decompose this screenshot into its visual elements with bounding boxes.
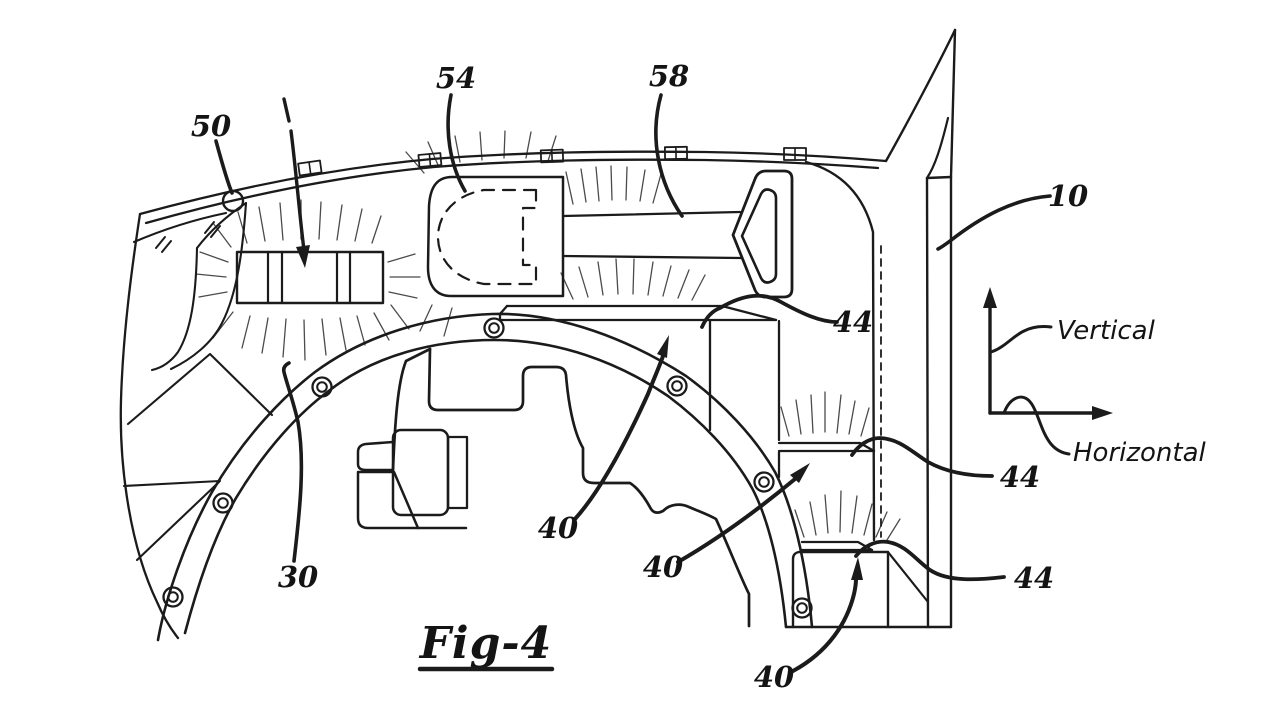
leader-54 (446, 93, 467, 193)
a-pillar-sail (804, 28, 957, 629)
fender-top-edge (138, 150, 888, 225)
ref-label-40-bottom: 40 (754, 660, 794, 694)
axis-right-arrowhead (1092, 406, 1113, 420)
figure-caption-text: Fig-4 (418, 618, 553, 669)
sunburst-rays-lower-shelf (794, 490, 901, 541)
ref-label-44-middle: 44 (1000, 460, 1040, 494)
edge-clips (155, 145, 807, 253)
ref-label-10: 10 (1048, 179, 1088, 213)
ref-label-44-bottom: 44 (1014, 561, 1054, 595)
axis-up-arrowhead (983, 287, 997, 308)
sunburst-rays-arm-top (565, 165, 662, 205)
ref-label-58: 58 (649, 59, 689, 93)
orientation-axis (983, 287, 1113, 456)
sunburst-rays-upper-shelf (560, 258, 706, 301)
leader-50 (214, 139, 234, 195)
ref-label-50: 50 (191, 109, 231, 143)
sensor-pocket-and-arm (426, 169, 794, 299)
leader-44-bottom (854, 539, 1006, 582)
arrow-40-bottom (791, 557, 863, 673)
wheel-well-silhouette (356, 347, 751, 628)
ref-label-40-middle: 40 (643, 550, 683, 584)
leader-44-middle (850, 436, 994, 478)
sunburst-rays-middle-shelf (780, 391, 870, 437)
axis-label-vertical: Vertical (1057, 316, 1156, 346)
lamp-bar-box (235, 250, 385, 305)
figure-caption: Fig-4 (418, 618, 555, 672)
leader-30 (281, 361, 304, 563)
pointer-arrow-lamp-box (282, 97, 310, 268)
ref-label-44-top: 44 (833, 305, 873, 339)
ref-label-40-left: 40 (538, 511, 578, 545)
rear-wall-shelves (498, 304, 953, 629)
leader-44-top (700, 293, 839, 329)
ref-label-30: 30 (278, 560, 318, 594)
arrow-40-left (573, 335, 669, 521)
arch-bolts (162, 317, 813, 619)
arrow-40-middle (676, 463, 810, 564)
leader-10 (936, 194, 1052, 251)
leader-58 (654, 93, 684, 218)
sunburst-rays-lamp-box (195, 199, 421, 361)
fender-front-outline (119, 201, 274, 640)
ref-label-54: 54 (436, 61, 476, 95)
wheel-arch-band (156, 312, 814, 642)
axis-label-horizontal: Horizontal (1073, 438, 1207, 468)
